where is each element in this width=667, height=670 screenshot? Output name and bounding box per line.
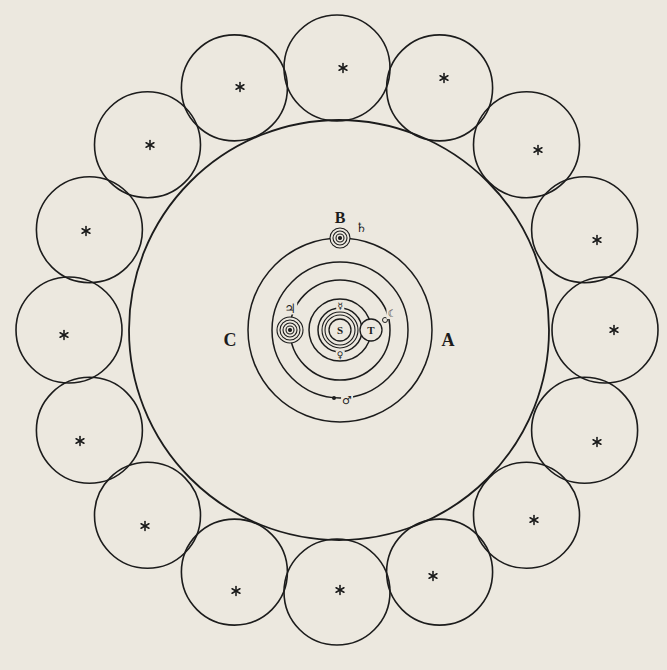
region-letter: C — [223, 331, 238, 349]
planet-symbol: ♀ — [336, 351, 345, 360]
moon-symbol: ☾ — [387, 309, 398, 319]
earth-circle: T — [359, 318, 383, 342]
region-letter: B — [334, 210, 347, 226]
region-letter: A — [441, 331, 456, 349]
jupiter-vortex — [277, 317, 303, 343]
fixed-stars — [60, 64, 618, 596]
planet-symbol: ♂ — [341, 395, 353, 406]
saturn-vortex — [330, 228, 350, 248]
planet-symbol: ☿ — [336, 302, 344, 311]
solar-vortex — [129, 120, 549, 540]
planet-symbol: ♃ — [283, 302, 297, 315]
planet-symbol: ♄ — [354, 221, 368, 234]
body-letter: T — [367, 325, 374, 336]
body-letter: S — [337, 325, 343, 336]
star-vortices — [16, 15, 658, 645]
sun-circle: S — [328, 318, 352, 342]
sun-rings — [322, 312, 358, 348]
small-planets — [332, 318, 388, 401]
planet-orbits — [248, 238, 432, 422]
